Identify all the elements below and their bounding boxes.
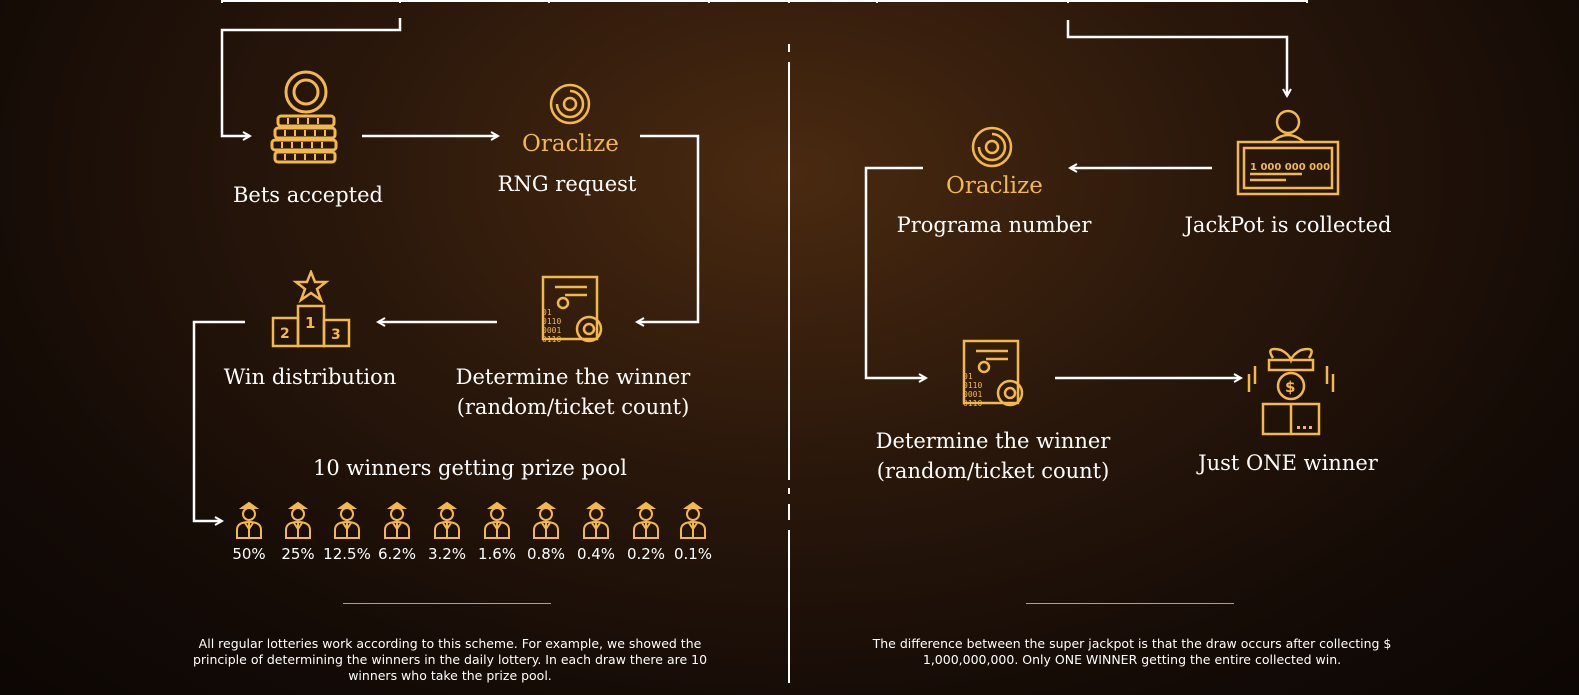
arrow-start-to-bets [220, 18, 402, 136]
determine-winner-right-line1: Determine the winner [875, 429, 1111, 453]
computing-gears-icon: 01 0110 0001 0110 [541, 275, 603, 344]
oraclize-brand-right: Oraclize [946, 173, 1043, 199]
just-one-winner-label: Just ONE winner [1198, 451, 1378, 475]
binary-line-2: 0110 [963, 381, 982, 390]
svg-text:2: 2 [280, 326, 290, 342]
binary-line-4: 0110 [542, 335, 561, 344]
svg-text:1: 1 [305, 314, 315, 332]
prize-percentage: 12.5% [323, 545, 371, 563]
left-footnote-line3: winners who take the prize pool. [348, 668, 552, 683]
prize-percentage: 0.8% [526, 545, 566, 563]
arrow-win-to-winners [192, 320, 245, 521]
determine-winner-left-line2: (random/ticket count) [456, 395, 690, 419]
win-distribution-label: Win distribution [223, 365, 397, 389]
binary-line-3: 0001 [963, 390, 982, 399]
svg-text:3: 3 [331, 327, 341, 343]
right-footnote-line2: 1,000,000,000. Only ONE WINNER getting t… [922, 652, 1342, 667]
prize-percentage: 0.2% [626, 545, 666, 563]
jackpot-collected-label: JackPot is collected [1184, 213, 1392, 237]
binary-line-4: 0110 [963, 399, 982, 408]
podium-icon: 1 2 3 [271, 270, 351, 348]
right-footnote-line1: The difference between the super jackpot… [872, 636, 1392, 651]
winner-person-icon [533, 501, 559, 539]
jackpot-check-icon: 1 000 000 000 [1236, 109, 1340, 196]
prize-percentage: 25% [281, 545, 315, 563]
winner-person-icon [236, 501, 262, 539]
prize-percentage: 1.6% [477, 545, 517, 563]
bets-accepted-label: Bets accepted [233, 183, 383, 207]
binary-line-2: 0110 [542, 317, 561, 326]
computing-gears-icon: 01 0110 0001 0110 [962, 339, 1024, 408]
gift-dollar-icon: $ [1247, 347, 1335, 436]
prize-percentage: 0.4% [576, 545, 616, 563]
binary-line-1: 01 [542, 308, 552, 317]
left-divider-rule [343, 603, 551, 604]
svg-text:$: $ [1285, 378, 1295, 396]
programa-number-label: Programa number [896, 213, 1092, 237]
prize-percentage: 0.1% [673, 545, 713, 563]
winners-heading: 10 winners getting prize pool [313, 456, 627, 480]
oraclize-logo-icon [549, 83, 591, 125]
winner-person-icon [680, 501, 706, 539]
oraclize-brand-left: Oraclize [522, 131, 619, 157]
winner-person-icon [334, 501, 360, 539]
binary-line-3: 0001 [542, 326, 561, 335]
arrow-start-to-jackpot [1066, 20, 1287, 96]
winner-person-icon [583, 501, 609, 539]
prize-percentage: 3.2% [427, 545, 467, 563]
left-footnote-line1: All regular lotteries work according to … [198, 636, 702, 651]
determine-winner-left-line1: Determine the winner [455, 365, 691, 389]
right-divider-rule [1026, 603, 1234, 604]
left-footnote-line2: principle of determining the winners in … [192, 652, 708, 667]
rng-request-label: RNG request [497, 172, 637, 196]
arrow-rng-to-determine [637, 134, 700, 322]
winner-person-icon [434, 501, 460, 539]
winner-person-icon [384, 501, 410, 539]
winner-person-icon [633, 501, 659, 539]
binary-line-1: 01 [963, 372, 973, 381]
determine-winner-right-line2: (random/ticket count) [876, 459, 1110, 483]
jackpot-amount: 1 000 000 000 [1250, 162, 1330, 173]
oraclize-logo-icon [971, 126, 1013, 168]
prize-percentage: 6.2% [377, 545, 417, 563]
arrow-programa-to-determine [864, 166, 926, 378]
winner-person-icon [285, 501, 311, 539]
top-bar [221, 0, 1308, 3]
prize-percentage: 50% [232, 545, 266, 563]
coin-stack-icon [270, 70, 338, 164]
winner-person-icon [484, 501, 510, 539]
